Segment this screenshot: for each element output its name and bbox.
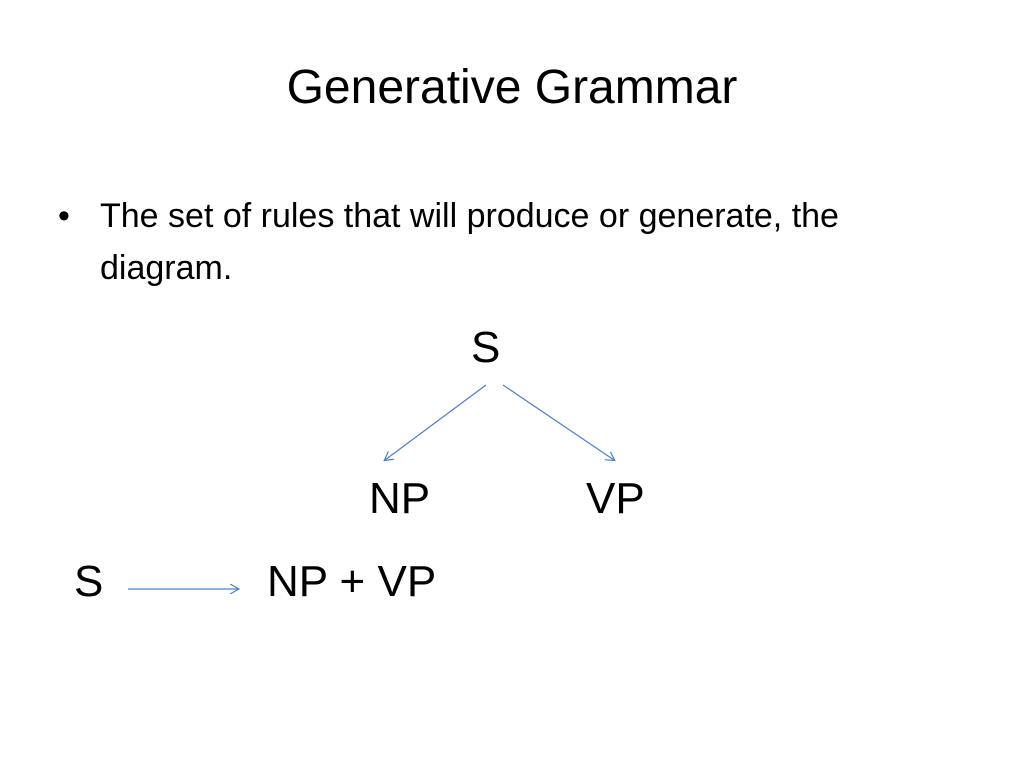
bullet-text: The set of rules that will produce or ge…	[100, 197, 839, 287]
tree-root-node: S	[471, 323, 501, 372]
arrow-s-to-np	[385, 384, 487, 460]
bullet-item: • The set of rules that will produce or …	[58, 190, 978, 294]
slide-title: Generative Grammar	[286, 61, 738, 114]
bullet-dot: •	[58, 197, 70, 235]
tree-left-node: NP	[369, 474, 431, 523]
tree-right-node: VP	[586, 474, 645, 523]
arrow-s-to-vp	[502, 384, 614, 460]
rule-left-side: S	[74, 557, 104, 606]
rule-right-side: NP + VP	[267, 557, 437, 606]
